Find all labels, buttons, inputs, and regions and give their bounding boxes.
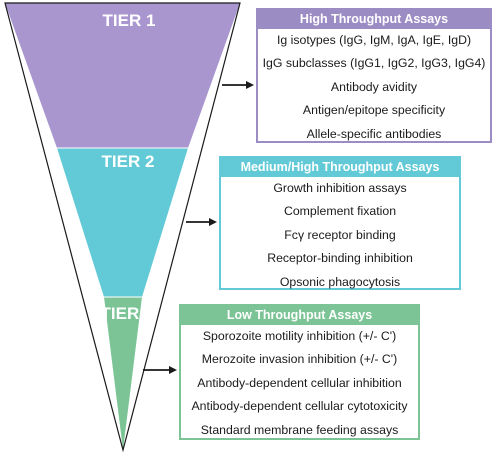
panel-title: High Throughput Assays <box>258 10 490 29</box>
assay-item: Antigen/epitope specificity <box>302 103 446 118</box>
assay-item: Merozoite invasion inhibition (+/- C') <box>201 352 398 367</box>
tier-3-section <box>104 297 142 450</box>
tier-1-section <box>5 3 240 148</box>
assay-item: Fcγ receptor binding <box>284 227 396 242</box>
assay-item: Standard membrane feeding assays <box>200 422 399 437</box>
tier-2-label: TIER 2 <box>102 152 155 171</box>
assay-item: Antibody avidity <box>330 79 418 94</box>
funnel-outline <box>4 2 241 453</box>
low-throughput-panel: Low Throughput Assays Sporozoite motilit… <box>179 304 420 440</box>
assay-item: Antibody-dependent cellular inhibition <box>197 375 402 390</box>
panel-title: Low Throughput Assays <box>181 306 418 325</box>
high-throughput-panel: High Throughput Assays Ig isotypes (IgG,… <box>256 8 492 143</box>
tier-3-label: TIER 3 <box>101 304 154 323</box>
medium-high-throughput-panel: Medium/High Throughput Assays Growth inh… <box>219 156 461 290</box>
assay-item: Sporozoite motility inhibition (+/- C') <box>202 329 397 343</box>
tier-2-section <box>57 148 188 297</box>
assay-item: Growth inhibition assays <box>273 181 407 195</box>
tier-1-label: TIER 1 <box>103 11 156 30</box>
assay-item: Antibody-dependent cellular cytotoxicity <box>191 399 408 414</box>
assay-item: Ig isotypes (IgG, IgM, IgA, IgE, IgD) <box>276 33 472 47</box>
assay-item: Receptor-binding inhibition <box>267 251 413 266</box>
assay-item: Complement fixation <box>283 204 397 219</box>
assay-item: Opsonic phagocytosis <box>279 274 401 289</box>
assay-item: Allele-specific antibodies <box>306 126 442 141</box>
panel-title: Medium/High Throughput Assays <box>221 158 459 177</box>
assay-item: IgG subclasses (IgG1, IgG2, IgG3, IgG4) <box>262 56 486 71</box>
